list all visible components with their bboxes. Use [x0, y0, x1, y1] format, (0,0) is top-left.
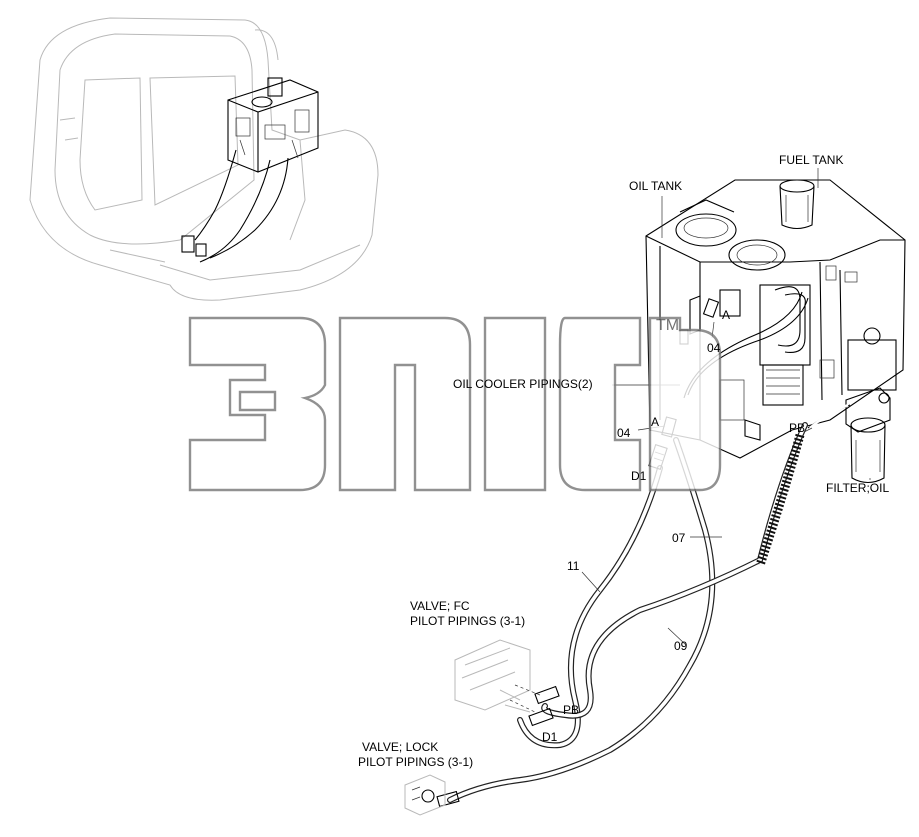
label-valve-fc: VALVE; FC — [410, 599, 470, 613]
label-port-pb-upper: PB — [789, 421, 805, 435]
label-part-04-lower: 04 — [617, 426, 631, 440]
label-part-11: 11 — [567, 559, 580, 573]
label-valve-lock: VALVE; LOCK — [362, 740, 438, 754]
label-valve-fc-pipings: PILOT PIPINGS (3-1) — [410, 614, 525, 628]
label-valve-lock-pipings: PILOT PIPINGS (3-1) — [358, 755, 473, 769]
valve-fc-sketch — [454, 639, 541, 713]
label-fuel-tank: FUEL TANK — [779, 153, 843, 167]
watermark-logo: TM — [188, 316, 722, 492]
label-part-04-upper: 04 — [707, 341, 721, 355]
label-oil-cooler-pipings: OIL COOLER PIPINGS(2) — [453, 377, 593, 391]
label-filter-oil: FILTER;OIL — [826, 481, 889, 495]
protective-sleeve — [755, 433, 805, 567]
valve-lock-sketch — [404, 774, 446, 816]
excavator-cab-overview — [29, 17, 379, 301]
label-section-a-upper: A — [722, 308, 730, 322]
label-section-a-lower: A — [651, 415, 659, 429]
label-port-d1-upper: D1 — [631, 469, 647, 483]
oil-filter — [845, 387, 891, 484]
label-oil-tank: OIL TANK — [629, 179, 682, 193]
label-port-pb-lower: PB — [563, 703, 579, 717]
hoses — [447, 291, 851, 803]
label-port-d1-lower: D1 — [542, 730, 558, 744]
label-part-07: 07 — [672, 531, 686, 545]
watermark-tm: TM — [656, 317, 679, 334]
overview-tank-block — [181, 77, 319, 263]
labels: FUEL TANK OIL TANK OIL COOLER PIPINGS(2)… — [358, 153, 889, 769]
label-part-09: 09 — [674, 639, 688, 653]
